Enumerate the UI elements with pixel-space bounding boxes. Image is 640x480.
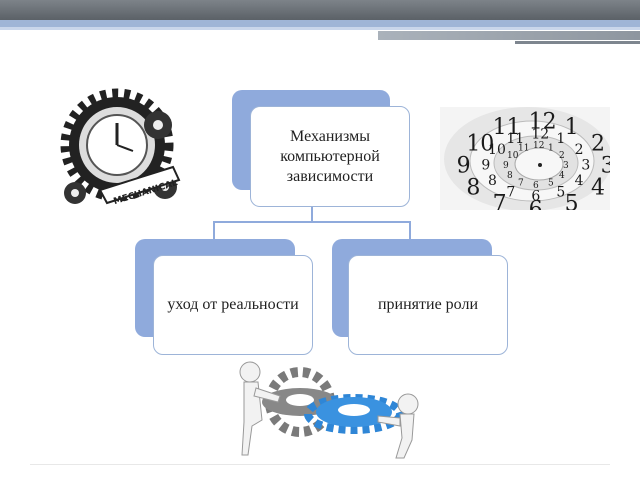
clock-number: 9 <box>503 161 509 171</box>
clock-number: 5 <box>565 191 579 210</box>
clock-number: 12 <box>533 141 544 151</box>
clock-number: 2 <box>559 151 565 161</box>
child-node-label: уход от реальности <box>167 296 299 313</box>
clock-number: 12 <box>529 109 557 134</box>
connector-horizontal <box>213 221 410 223</box>
root-node-box[interactable]: Механизмы компьютерной зависимости <box>250 106 410 207</box>
clock-number: 10 <box>466 131 494 156</box>
clock-number: 4 <box>559 171 565 181</box>
clock-number: 3 <box>563 161 569 171</box>
header-band-gray <box>378 31 640 40</box>
left-figure-icon <box>239 361 281 456</box>
clock-number: 8 <box>466 175 480 200</box>
clock-number: 1 <box>556 131 565 147</box>
clock-number: 11 <box>518 144 529 154</box>
clock-number: 9 <box>457 153 471 178</box>
connector-left <box>213 221 215 239</box>
title-bar-strip <box>0 0 640 20</box>
mechanical-gears-emblem: MECHANICAL <box>60 88 181 207</box>
clock-number: 5 <box>556 185 565 201</box>
clock-number: 10 <box>488 142 506 158</box>
footer-divider <box>30 464 610 465</box>
clock-number: 8 <box>488 173 497 189</box>
clock-number: 6 <box>533 181 539 191</box>
clock-number: 6 <box>531 189 540 205</box>
clock-number: 1 <box>548 144 554 154</box>
clock-number: 11 <box>493 115 521 140</box>
clock-number: 11 <box>506 131 524 147</box>
clock-number: 4 <box>575 173 584 189</box>
gears-with-figures-image <box>239 361 419 459</box>
header-band-light <box>0 27 640 30</box>
clock-number: 4 <box>591 175 605 200</box>
child-node-label: принятие роли <box>377 296 479 313</box>
clock-number: 7 <box>493 191 507 210</box>
connector-right <box>409 221 411 239</box>
child-node-box[interactable]: уход от реальности <box>153 255 313 355</box>
clock-number: 2 <box>591 131 605 156</box>
clock-number: 7 <box>506 185 515 201</box>
clock-number: 5 <box>548 178 554 188</box>
root-node-label: Механизмы компьютерной зависимости <box>280 127 380 185</box>
clock-number: 3 <box>601 153 610 178</box>
header-band-blue <box>0 20 640 27</box>
clock-number: 1 <box>565 115 579 140</box>
connector-root <box>311 207 313 222</box>
clock-number: 2 <box>575 142 584 158</box>
clock-number: 6 <box>529 197 543 210</box>
clock-number: 9 <box>481 158 490 174</box>
header-band-dark <box>515 41 640 44</box>
clock-number: 8 <box>507 171 513 181</box>
clock-number: 3 <box>581 158 590 174</box>
clock-number: 7 <box>518 178 524 188</box>
clock-number: 10 <box>507 151 519 161</box>
clock-number: 12 <box>531 127 549 143</box>
right-figure-icon <box>377 393 419 459</box>
child-node-box[interactable]: принятие роли <box>348 255 508 355</box>
